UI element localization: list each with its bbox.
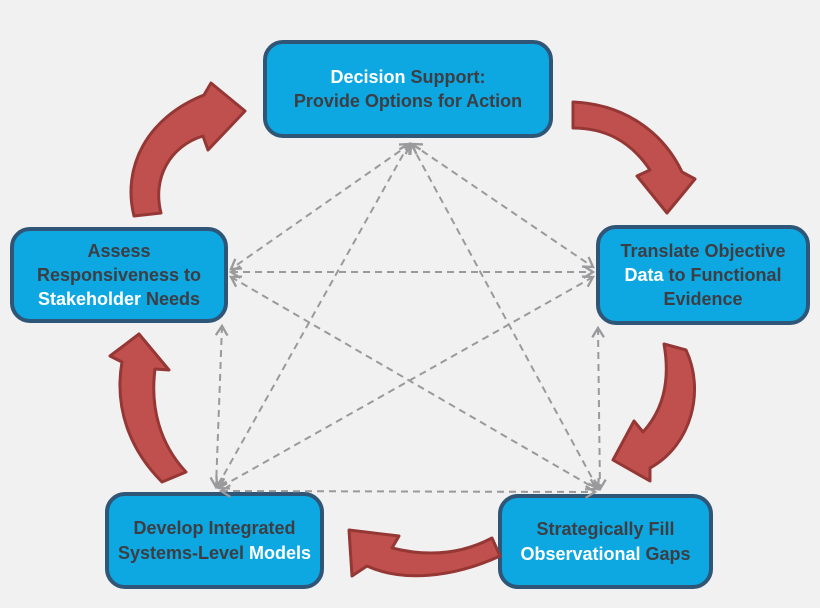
connector-right-bottomleft	[217, 275, 595, 490]
curved-arrow-decision-to-translate-icon	[571, 100, 697, 215]
node-decision-support-line1: Decision Support:	[330, 66, 486, 87]
node-translate-line1: Translate Objective	[620, 240, 786, 261]
node-translate-objective-data: Translate Objective Data to Functional E…	[596, 225, 810, 325]
node-assess-responsiveness: Assess Responsiveness to Stakeholder Nee…	[10, 227, 228, 323]
node-develop-line1: Develop Integrated	[133, 518, 296, 539]
node-assess-line1: Assess	[87, 240, 151, 261]
node-assess-line3: Stakeholder Needs	[37, 289, 201, 310]
node-decision-support: Decision Support: Provide Options for Ac…	[263, 40, 553, 138]
curved-arrow-fillgaps-to-develop-icon	[347, 528, 502, 578]
connector-top-bottomleft	[215, 142, 411, 489]
connector-top-right	[410, 142, 595, 269]
node-translate-line2: Data to Functional	[624, 264, 782, 285]
connector-right-bottomright	[591, 325, 607, 492]
connector-left-bottomleft	[209, 323, 229, 490]
node-translate-line3: Evidence	[663, 289, 743, 310]
connector-top-left	[229, 142, 412, 271]
node-fill-observational-gaps: Strategically Fill Observational Gaps	[498, 494, 713, 589]
connector-left-bottomright	[229, 275, 598, 491]
curved-arrow-translate-to-fillgaps-icon	[611, 342, 697, 483]
node-develop-line2: Systems-Level Models	[117, 542, 312, 563]
node-fill-gaps-line1: Strategically Fill	[536, 519, 675, 540]
node-assess-line2: Responsiveness to	[36, 264, 202, 285]
node-develop-models: Develop Integrated Systems-Level Models	[105, 492, 324, 589]
node-decision-support-line2: Provide Options for Action	[293, 91, 523, 111]
curved-arrow-assess-to-decision-icon	[129, 81, 247, 218]
dashed-interconnection-arrows	[209, 142, 607, 499]
node-fill-gaps-line2: Observational Gaps	[520, 543, 691, 564]
curved-arrow-develop-to-assess-icon	[108, 332, 188, 484]
connector-top-bottomright	[409, 142, 600, 491]
